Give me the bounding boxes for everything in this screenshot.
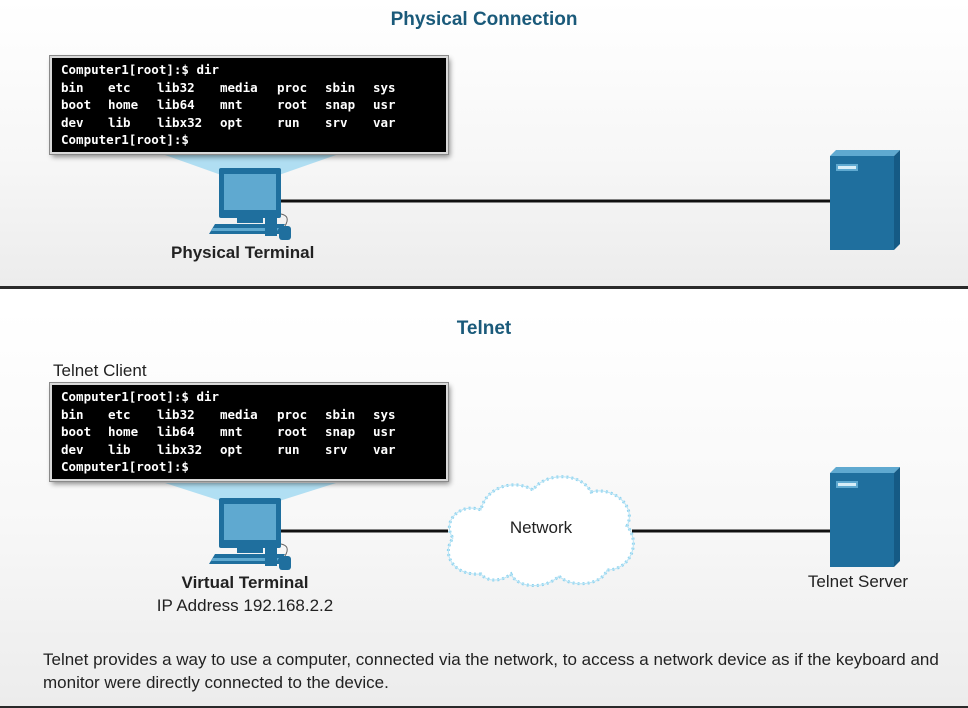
- terminal-cell: boot: [61, 424, 92, 439]
- terminal-cell: lib64: [157, 424, 195, 439]
- terminal-row: dev lib libx32 opt run srv var: [61, 114, 437, 132]
- server-icon: [830, 150, 900, 250]
- telnet-server-label: Telnet Server: [807, 572, 909, 591]
- terminal-cell: sbin: [325, 406, 356, 422]
- terminal-row: bin etc lib32 media proc sbin sys: [61, 406, 437, 424]
- terminal-cell: dev: [61, 114, 84, 130]
- server-icon: [830, 467, 900, 567]
- terminal-cell: opt: [220, 441, 243, 457]
- terminal-cell: root: [277, 97, 308, 112]
- terminal-cell: proc: [277, 406, 308, 422]
- terminal-cell: srv: [325, 114, 348, 130]
- terminal-cell: srv: [325, 441, 348, 457]
- terminal-prompt-line: Computer1[root]:$ dir: [61, 389, 220, 404]
- terminal-cell: sys: [373, 79, 396, 95]
- terminal-row: bin etc lib32 media proc sbin sys: [61, 79, 437, 97]
- virtual-terminal-label: Virtual Terminal: [181, 573, 309, 592]
- terminal-row: dev lib libx32 opt run srv var: [61, 441, 437, 459]
- computer-icon: [209, 168, 291, 240]
- terminal-cell: lib32: [157, 406, 195, 422]
- terminal-cell: usr: [373, 97, 396, 112]
- terminal-cell: lib64: [157, 97, 195, 112]
- terminal-cell: run: [277, 114, 300, 130]
- terminal-cell: libx32: [157, 441, 203, 457]
- terminal-cell: sys: [373, 406, 396, 422]
- terminal-cell: dev: [61, 441, 84, 457]
- terminal-cell: proc: [277, 79, 308, 95]
- terminal-cell: sbin: [325, 79, 356, 95]
- ip-address-label: IP Address 192.168.2.2: [156, 596, 334, 615]
- terminal-cell: snap: [325, 97, 356, 112]
- terminal-cell: usr: [373, 424, 396, 439]
- terminal-cell: bin: [61, 79, 84, 95]
- terminal-cell: boot: [61, 97, 92, 112]
- telnet-title: Telnet: [456, 318, 512, 339]
- terminal-cell: libx32: [157, 114, 203, 130]
- terminal-cell: lib: [108, 114, 131, 130]
- network-label: Network: [509, 518, 573, 537]
- physical-connection-title: Physical Connection: [390, 9, 578, 30]
- terminal-cell: var: [373, 441, 396, 457]
- terminal-cell: bin: [61, 406, 84, 422]
- terminal-cell: etc: [108, 406, 131, 422]
- terminal-window-top: Computer1[root]:$ dir bin etc lib32 medi…: [50, 56, 448, 154]
- terminal-cell: mnt: [220, 424, 243, 439]
- terminal-cell: root: [277, 424, 308, 439]
- terminal-prompt-line: Computer1[root]:$ dir: [61, 62, 220, 77]
- terminal-cell: opt: [220, 114, 243, 130]
- terminal-row: boot home lib64 mnt root snap usr: [61, 96, 437, 114]
- terminal-window-bottom: Computer1[root]:$ dir bin etc lib32 medi…: [50, 383, 448, 481]
- physical-terminal-label: Physical Terminal: [171, 243, 315, 262]
- terminal-end-prompt: Computer1[root]:$: [61, 459, 189, 474]
- computer-icon: [209, 498, 291, 570]
- terminal-cell: media: [220, 79, 258, 95]
- terminal-cell: mnt: [220, 97, 243, 112]
- terminal-cell: run: [277, 441, 300, 457]
- terminal-cell: lib32: [157, 79, 195, 95]
- description-caption: Telnet provides a way to use a computer,…: [43, 650, 939, 692]
- terminal-end-prompt: Computer1[root]:$: [61, 132, 189, 147]
- terminal-cell: home: [108, 97, 139, 112]
- telnet-client-label: Telnet Client: [53, 361, 147, 380]
- terminal-cell: snap: [325, 424, 356, 439]
- terminal-cell: home: [108, 424, 139, 439]
- terminal-cell: lib: [108, 441, 131, 457]
- terminal-row: boot home lib64 mnt root snap usr: [61, 423, 437, 441]
- terminal-cell: var: [373, 114, 396, 130]
- terminal-cell: etc: [108, 79, 131, 95]
- cloud-icon: [446, 475, 635, 587]
- terminal-cell: media: [220, 406, 258, 422]
